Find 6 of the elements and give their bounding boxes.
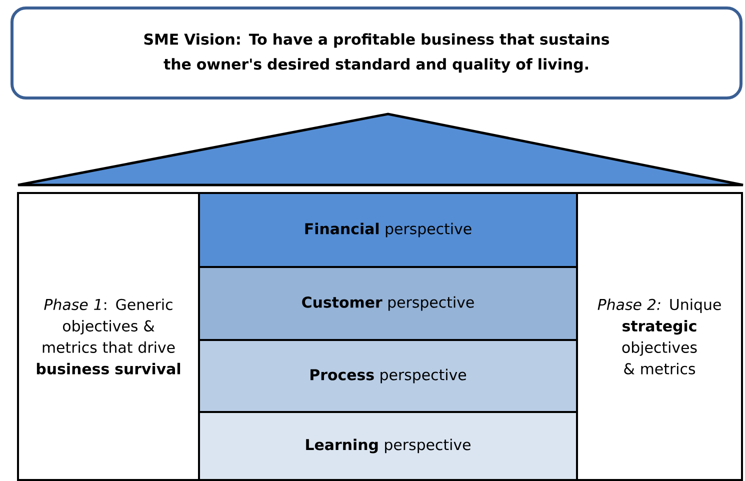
perspective-band: Financial perspective xyxy=(198,192,578,268)
perspective-band: Learning perspective xyxy=(198,411,578,481)
vision-box: SME Vision: To have a profitable business that sustains the owner's desired standard and quality of living. xyxy=(10,6,742,100)
perspective-band: Process perspective xyxy=(198,339,578,413)
perspective-band: Customer perspective xyxy=(198,266,578,341)
column-box: Phase 2: Unique strategic objectives & metrics xyxy=(576,192,743,481)
